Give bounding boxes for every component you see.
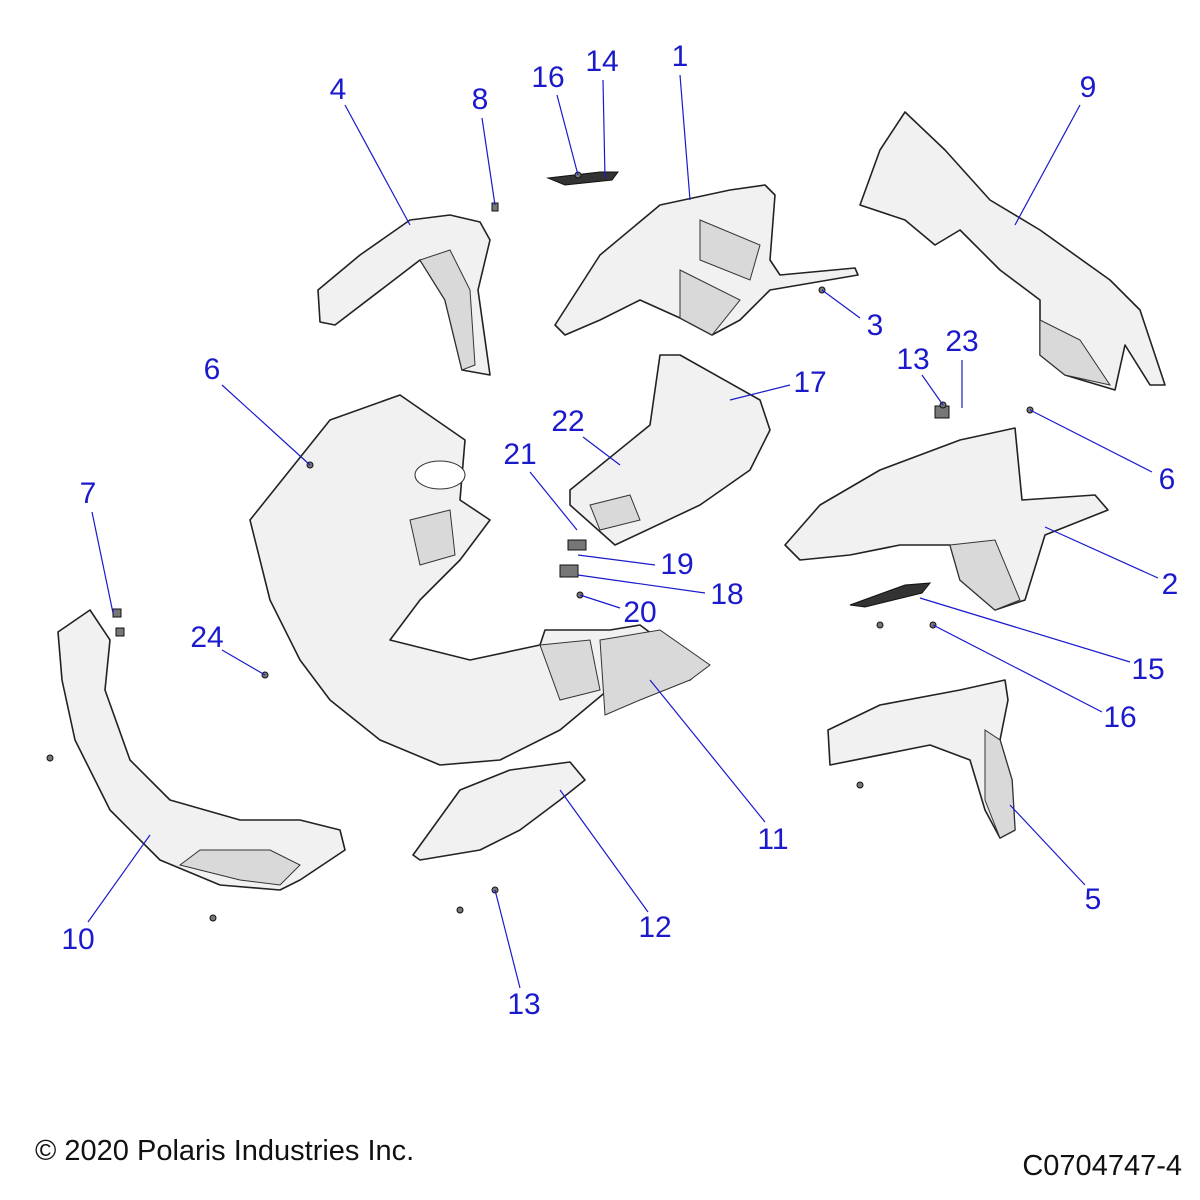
- callout-24: 24: [190, 621, 224, 654]
- callout-11: 11: [757, 823, 789, 856]
- part-main-body-tub: [249, 394, 701, 766]
- callout-8: 8: [471, 83, 489, 116]
- part-17-floor-panel: [569, 354, 771, 546]
- callout-18: 18: [710, 578, 744, 611]
- callout-20: 20: [623, 596, 657, 629]
- callout-15: 15: [1131, 653, 1165, 686]
- callout-17: 17: [793, 366, 827, 399]
- part-1-dash-panel: [554, 184, 859, 336]
- callout-1: 1: [671, 40, 689, 73]
- copyright-text: © 2020 Polaris Industries Inc.: [35, 1135, 415, 1167]
- callout-10: 10: [61, 923, 95, 956]
- callout-23: 23: [945, 325, 979, 358]
- part-15-vent-grille: [849, 582, 932, 608]
- callout-6: 6: [203, 353, 221, 386]
- callout-2: 2: [1161, 568, 1179, 601]
- callout-12: 12: [638, 911, 672, 944]
- callout-3: 3: [866, 309, 884, 342]
- drawing-number: C0704747-4: [1022, 1150, 1182, 1182]
- callout-16: 16: [531, 61, 565, 94]
- part-2-right-fender: [784, 427, 1109, 611]
- callout-21: 21: [503, 438, 537, 471]
- part-12-skid-plate: [412, 761, 586, 861]
- callout-7: 7: [79, 477, 97, 510]
- callout-16: 16: [1103, 701, 1137, 734]
- callout-14: 14: [585, 45, 619, 78]
- part-9-cowl: [859, 111, 1166, 391]
- part-5-lower-fender: [827, 679, 1016, 839]
- callout-22: 22: [551, 405, 585, 438]
- part-11-side-panel: [599, 629, 711, 716]
- callout-13: 13: [896, 343, 930, 376]
- callout-6: 6: [1158, 463, 1176, 496]
- callout-4: 4: [329, 73, 347, 106]
- part-10-front-bumper: [57, 609, 346, 891]
- callout-9: 9: [1079, 71, 1097, 104]
- callout-13: 13: [507, 988, 541, 1021]
- callout-5: 5: [1084, 883, 1102, 916]
- fasteners: [46, 171, 1034, 922]
- leader-lines: [87, 74, 1159, 989]
- callout-19: 19: [660, 548, 694, 581]
- part-14-vent-grille: [546, 171, 619, 186]
- part-4-left-fender: [317, 214, 491, 376]
